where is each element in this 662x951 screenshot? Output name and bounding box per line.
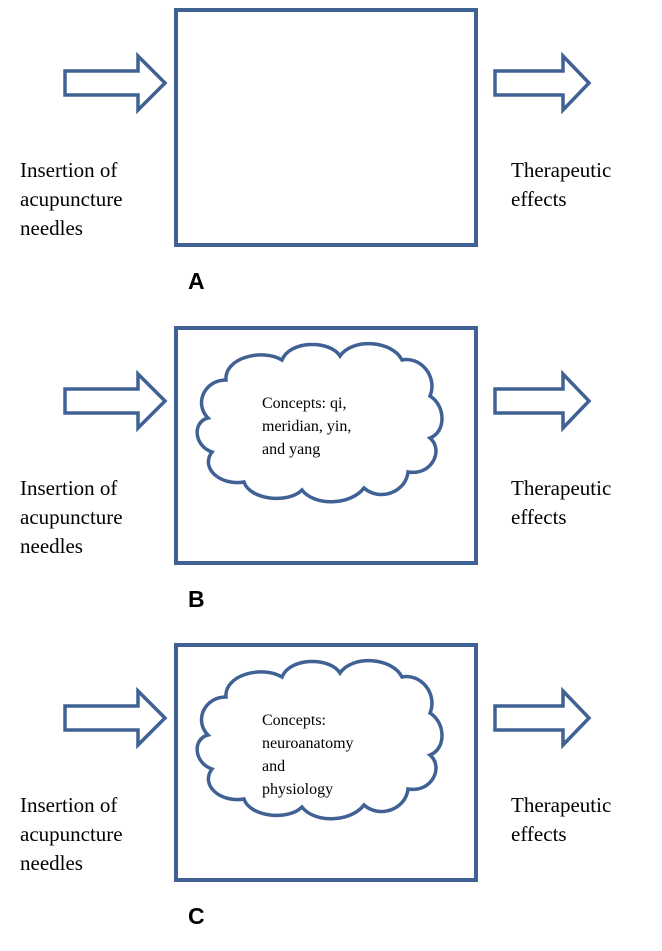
cloud-concepts-text: Concepts: qi, meridian, yin, and yang <box>262 395 352 458</box>
panel-label-b: B <box>188 586 205 612</box>
panel-b-graphic <box>63 326 592 565</box>
output-arrow-icon <box>493 51 592 115</box>
input-label: Insertion of acupuncture needles <box>20 476 123 558</box>
panel-c-graphic <box>63 643 592 882</box>
mechanism-box <box>174 326 478 565</box>
input-arrow-icon <box>63 686 168 750</box>
panel-b: Concepts: qi, meridian, yin, and yang In… <box>0 318 662 634</box>
black-box <box>174 8 478 247</box>
mechanism-box <box>174 643 478 882</box>
panel-label-c: C <box>188 903 205 929</box>
panel-a-graphic <box>63 8 592 247</box>
cloud-icon <box>195 342 444 504</box>
input-label: Insertion of acupuncture needles <box>20 793 123 875</box>
panel-c: Concepts: neuroanatomy and physiology In… <box>0 635 662 951</box>
output-label: Therapeutic effects <box>511 793 612 846</box>
output-arrow-icon <box>493 686 592 750</box>
output-arrow-icon <box>493 369 592 433</box>
input-label: Insertion of acupuncture needles <box>20 158 123 240</box>
input-arrow-icon <box>63 369 168 433</box>
output-label: Therapeutic effects <box>511 476 612 529</box>
panel-label-a: A <box>188 268 205 294</box>
cloud-icon <box>195 659 444 821</box>
cloud-concepts-text: Concepts: neuroanatomy and physiology <box>262 712 354 798</box>
input-arrow-icon <box>63 51 168 115</box>
output-label: Therapeutic effects <box>511 158 612 211</box>
panel-a: Insertion of acupuncture needles Therape… <box>0 0 662 316</box>
